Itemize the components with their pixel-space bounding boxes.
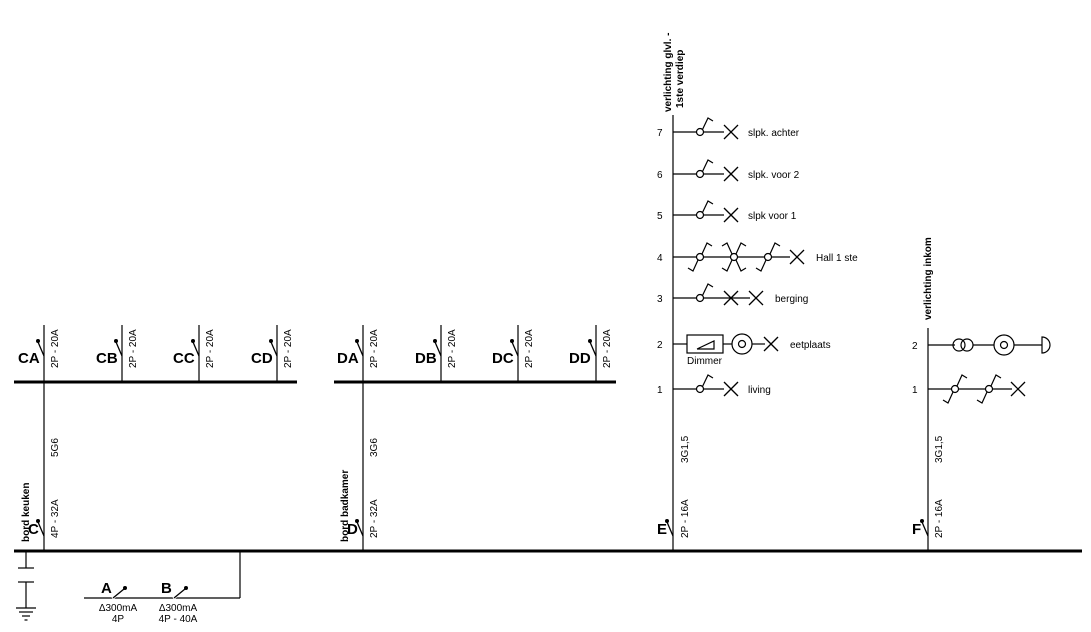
branch-e-cable: 3G1,5 <box>680 435 691 463</box>
breaker-db-rating: 2P - 20A <box>447 329 458 368</box>
breaker-cb[interactable]: CB 2P - 20A <box>96 325 139 382</box>
branch-e-rating: 2P - 16A <box>680 499 691 538</box>
breaker-cd-id: CD <box>251 350 273 367</box>
row-number: 1 <box>912 385 918 396</box>
branch-c-name: bord keuken <box>21 483 32 542</box>
breaker-cc[interactable]: CC 2P - 20A <box>173 325 216 382</box>
branch-d-rating: 2P - 32A <box>369 499 380 538</box>
branch-f-cable: 3G1,5 <box>934 435 945 463</box>
branch-d-name: bord badkamer <box>340 470 351 542</box>
branch-e: E 2P - 16A 3G1,5 verlichting glvl. - 1st… <box>657 33 691 551</box>
breaker-da[interactable]: DA 2P - 20A <box>337 325 380 382</box>
branch-c-rating: 4P - 32A <box>50 499 61 538</box>
row-number: 4 <box>657 253 663 264</box>
circuit-f-row-2[interactable]: 2 <box>912 334 1051 356</box>
breaker-dc[interactable]: DC 2P - 20A <box>492 325 535 382</box>
row-label: berging <box>775 294 808 305</box>
circuit-e-row-1[interactable]: 1 living <box>657 374 771 397</box>
branch-c-id: C <box>28 521 39 538</box>
row-number: 7 <box>657 128 663 139</box>
breaker-a-rating: Δ300mA <box>99 603 138 614</box>
row-number: 5 <box>657 211 663 222</box>
dimmer-box <box>686 334 724 354</box>
breaker-b-id: B <box>161 580 172 597</box>
row-number: 6 <box>657 170 663 181</box>
circuit-e-rows: 7 slpk. achter 6 slpk. voor 2 5 slpk voo… <box>657 117 858 397</box>
transformer-icon <box>952 338 966 352</box>
dimmer-label: Dimmer <box>687 356 723 367</box>
row-label: slpk. voor 2 <box>748 170 800 181</box>
circuit-e-row-4[interactable]: 4 Hall 1 ste <box>657 242 858 272</box>
circuit-f-title: verlichting inkom <box>923 237 934 320</box>
branch-d-id: D <box>347 521 358 538</box>
branch-e-id: E <box>657 521 667 538</box>
breaker-dd[interactable]: DD 2P - 20A <box>569 325 613 382</box>
row-label: Hall 1 ste <box>816 253 858 264</box>
ceiling-light-icon <box>731 333 753 355</box>
row-label: living <box>748 385 771 396</box>
subboard-c-breakers: CA 2P - 20A CB 2P - 20A CC 2P - 20A CD 2… <box>18 325 294 382</box>
circuit-f-rows: 2 1 <box>912 334 1051 404</box>
circuit-e-row-5[interactable]: 5 slpk voor 1 <box>657 200 797 223</box>
dimmer-icon <box>696 340 715 350</box>
circuit-e-title-line1: verlichting glvl. - <box>663 33 674 112</box>
row-label: slpk voor 1 <box>748 211 797 222</box>
branch-d-cable: 3G6 <box>369 438 380 457</box>
circuit-e-row-6[interactable]: 6 slpk. voor 2 <box>657 159 800 182</box>
bell-icon <box>1041 336 1051 354</box>
circuit-e-row-2[interactable]: 2 Dimmer eetplaats <box>657 333 831 367</box>
breaker-ca-rating: 2P - 20A <box>50 329 61 368</box>
breaker-a-id: A <box>101 580 112 597</box>
breaker-a-spec: 4P <box>112 614 125 625</box>
breaker-ca[interactable]: CA 2P - 20A <box>18 325 61 382</box>
main-breakers: A Δ300mA 4P B Δ300mA 4P - 40A <box>84 551 241 625</box>
subboard-d-breakers: DA 2P - 20A DB 2P - 20A DC 2P - 20A DD 2… <box>337 325 613 382</box>
breaker-dc-id: DC <box>492 350 514 367</box>
breaker-cb-id: CB <box>96 350 118 367</box>
row-number: 2 <box>912 341 918 352</box>
breaker-dd-id: DD <box>569 350 591 367</box>
branch-f: F 2P - 16A 3G1,5 verlichting inkom <box>912 237 945 551</box>
circuit-e-row-7[interactable]: 7 slpk. achter <box>657 117 800 140</box>
breaker-cd[interactable]: CD 2P - 20A <box>251 325 294 382</box>
circuit-f-row-1[interactable]: 1 <box>912 374 1026 404</box>
breaker-ca-id: CA <box>18 350 40 367</box>
row-number: 2 <box>657 340 663 351</box>
breaker-b[interactable]: B Δ300mA 4P - 40A <box>159 580 198 625</box>
row-label: eetplaats <box>790 340 831 351</box>
breaker-da-id: DA <box>337 350 359 367</box>
branch-f-id: F <box>912 521 921 538</box>
circuit-e-row-3[interactable]: 3 berging <box>657 283 808 306</box>
row-label: slpk. achter <box>748 128 800 139</box>
breaker-cb-rating: 2P - 20A <box>128 329 139 368</box>
branch-c-cable: 5G6 <box>50 438 61 457</box>
breaker-db[interactable]: DB 2P - 20A <box>415 325 458 382</box>
earth-connection <box>16 551 36 621</box>
breaker-dc-rating: 2P - 20A <box>524 329 535 368</box>
breaker-db-id: DB <box>415 350 437 367</box>
breaker-cc-id: CC <box>173 350 195 367</box>
breaker-da-rating: 2P - 20A <box>369 329 380 368</box>
breaker-a[interactable]: A Δ300mA 4P <box>99 580 138 625</box>
breaker-cd-rating: 2P - 20A <box>283 329 294 368</box>
circuit-e-title-line2: 1ste verdiep <box>675 50 686 108</box>
branch-d: D bord badkamer 2P - 32A 3G6 <box>334 380 616 551</box>
ceiling-light-icon <box>993 334 1015 356</box>
branch-c: C bord keuken 4P - 32A 5G6 <box>14 380 297 551</box>
row-number: 3 <box>657 294 663 305</box>
breaker-b-spec: 4P - 40A <box>159 614 198 625</box>
breaker-b-rating: Δ300mA <box>159 603 198 614</box>
row-number: 1 <box>657 385 663 396</box>
breaker-cc-rating: 2P - 20A <box>205 329 216 368</box>
branch-f-rating: 2P - 16A <box>934 499 945 538</box>
breaker-dd-rating: 2P - 20A <box>602 329 613 368</box>
